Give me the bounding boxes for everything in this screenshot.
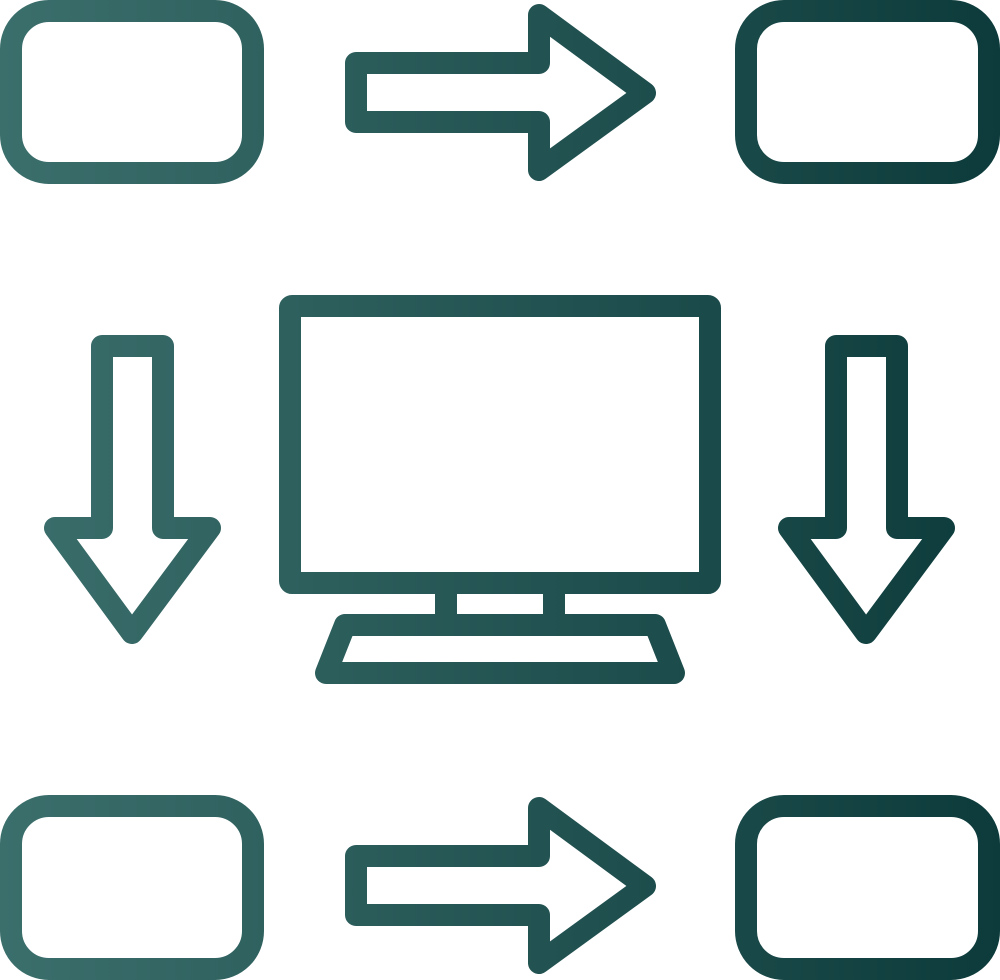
monitor-base-icon [315,614,685,684]
bottom-right-box [735,795,1000,980]
monitor-screen-icon [279,295,721,594]
arrow-down-right-icon [778,335,955,644]
arrow-right-top-icon [345,4,656,181]
arrow-right-bottom-icon [345,797,656,974]
bottom-left-box [0,795,264,980]
top-left-box [0,0,264,184]
arrow-down-left-icon [44,335,221,644]
top-right-box [735,0,1000,184]
